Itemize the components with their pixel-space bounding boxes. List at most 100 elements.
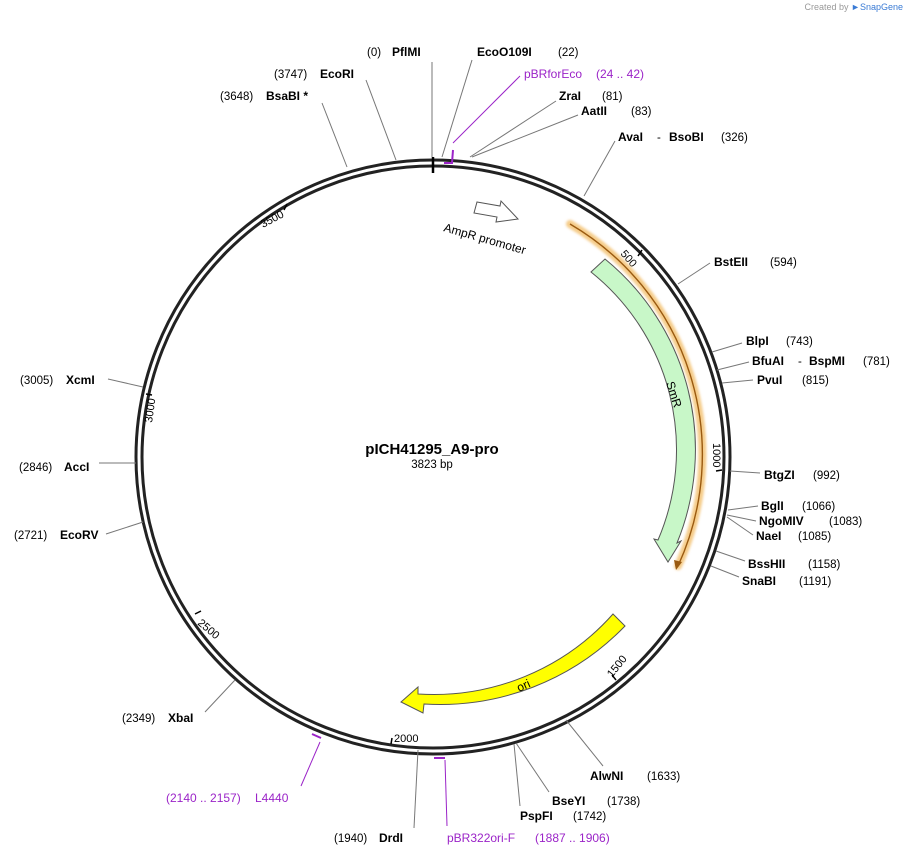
orf-smr [566, 220, 707, 570]
site-naei-pos: (1085) [798, 531, 831, 543]
site-acci[interactable]: (2846)AccI [19, 460, 136, 474]
ori-label: ori [515, 677, 533, 695]
site-acci-name[interactable]: AccI [64, 460, 89, 474]
site-bfuai-name[interactable]: BfuAI [752, 354, 784, 368]
site-bgli-name[interactable]: BglI [761, 499, 784, 513]
site-zrai-name[interactable]: ZraI [559, 89, 581, 103]
plasmid-size: 3823 bp [411, 459, 453, 471]
site-bfuai-sep: - [798, 356, 802, 368]
site-ecoo109i-pos: (22) [558, 47, 579, 59]
site-naei-name[interactable]: NaeI [756, 529, 781, 543]
primer-pbr322ori-f[interactable]: pBR322ori-F (1887 .. 1906) [434, 757, 610, 845]
primer-pbr322ori-f-leader [444, 759, 448, 827]
site-avai-bsobi-pos: (326) [721, 132, 748, 144]
site-ecorv[interactable]: (2721)EcoRV [14, 521, 144, 542]
site-bgli-pos: (1066) [802, 501, 835, 513]
site-bsteii-name[interactable]: BstEII [714, 255, 748, 269]
site-btgzi[interactable]: BtgZI (992) [729, 468, 840, 482]
site-pspfi[interactable]: PspFI (1742) [513, 743, 606, 823]
primer-pbr322ori-f-name[interactable]: pBR322ori-F [447, 831, 515, 845]
site-bsabi[interactable]: (3648)BsaBI * [220, 89, 348, 168]
smr-arrow[interactable] [590, 258, 696, 563]
site-zrai[interactable]: ZraI(81) [469, 89, 623, 158]
site-pvui-pos: (815) [802, 375, 829, 387]
orf-arrowhead [674, 560, 682, 570]
site-alwni[interactable]: AlwNI (1633) [565, 719, 680, 783]
site-avai-name[interactable]: AvaI [618, 130, 643, 144]
ampr-promoter-arrow[interactable] [473, 199, 520, 223]
site-ecori[interactable]: (3747)EcoRI [274, 67, 397, 161]
site-bsteii-pos: (594) [770, 257, 797, 269]
primer-l4440-name[interactable]: L4440 [255, 791, 289, 805]
ori-arrow[interactable] [400, 613, 626, 714]
site-ecoo109i[interactable]: EcoO109I (22) [441, 45, 579, 158]
site-xbai-pos: (2349) [122, 713, 155, 725]
site-pspfi-name[interactable]: PspFI [520, 809, 553, 823]
site-xcmi-pos: (3005) [20, 375, 53, 387]
site-drdi-name[interactable]: DrdI [379, 831, 403, 845]
site-ngomiv-name[interactable]: NgoMIV [759, 514, 804, 528]
site-bfuai-bspmi-pos: (781) [863, 356, 890, 368]
site-bseyi[interactable]: BseYI(1738) [515, 742, 640, 808]
site-blpi[interactable]: BlpI(743) [711, 334, 813, 353]
site-xbai[interactable]: (2349) XbaI [122, 679, 236, 725]
site-snabi-name[interactable]: SnaBI [742, 574, 776, 588]
site-snabi[interactable]: SnaBI(1191) [710, 565, 832, 588]
site-naei[interactable]: NaeI (1085) [726, 516, 831, 543]
ampr-promoter-label: AmpR promoter [442, 220, 527, 257]
site-aatii[interactable]: AatII (83) [471, 104, 652, 158]
primer-pbrforeco[interactable]: pBRforEco (24 .. 42) [444, 67, 644, 164]
feature-ampr-promoter[interactable]: AmpR promoter [442, 199, 527, 257]
primer-pbrforeco-name[interactable]: pBRforEco [524, 67, 582, 81]
credit-prefix: Created by [804, 2, 849, 12]
site-bsteii[interactable]: BstEII (594) [677, 255, 797, 285]
site-pvui-name[interactable]: PvuI [757, 373, 782, 387]
site-bsshii[interactable]: BssHII (1158) [715, 550, 841, 571]
site-ecoo109i-name[interactable]: EcoO109I [477, 45, 532, 59]
site-bseyi-name[interactable]: BseYI [552, 794, 585, 808]
site-aatii-pos: (83) [631, 106, 652, 118]
site-bsobi-name[interactable]: BsoBI [669, 130, 704, 144]
site-btgzi-pos: (992) [813, 470, 840, 482]
primer-pbrforeco-leader [452, 75, 521, 144]
credit-brand: SnapGene [859, 2, 903, 12]
site-bspmi-name[interactable]: BspMI [809, 354, 845, 368]
site-pfmi-name[interactable]: PflMI [392, 45, 421, 59]
snapgene-logo-icon: ► [851, 2, 860, 12]
site-ngomiv[interactable]: NgoMIV(1083) [726, 514, 862, 528]
site-alwni-pos: (1633) [647, 771, 680, 783]
site-bsshii-pos: (1158) [808, 559, 841, 571]
site-pspfi-pos: (1742) [573, 811, 606, 823]
site-alwni-name[interactable]: AlwNI [590, 769, 623, 783]
backbone [134, 157, 732, 756]
site-bsshii-name[interactable]: BssHII [748, 557, 785, 571]
primers: pBRforEco (24 .. 42) (2140 .. 2157) L444… [166, 67, 644, 845]
site-ecori-name[interactable]: EcoRI [320, 67, 354, 81]
site-bgli[interactable]: BglI (1066) [727, 499, 835, 513]
site-aatii-name[interactable]: AatII [581, 104, 607, 118]
site-pvui[interactable]: PvuI (815) [721, 373, 829, 387]
feature-ori[interactable]: ori [400, 613, 626, 714]
site-blpi-name[interactable]: BlpI [746, 334, 769, 348]
tick-label-3000: 3000 [143, 398, 158, 424]
site-avai-bsobi[interactable]: AvaI-BsoBI(326) [583, 130, 748, 197]
primer-l4440-range: (2140 .. 2157) [166, 791, 241, 805]
tick-2500: 2500 [194, 610, 222, 642]
site-pfmi[interactable]: (0)PflMI [367, 45, 433, 157]
site-xcmi[interactable]: (3005) XcmI [20, 373, 144, 388]
site-bsabi-name[interactable]: BsaBI * [266, 89, 308, 103]
tick-3000: 3000 [143, 393, 158, 424]
tick-1000: 1000 [710, 443, 723, 472]
site-drdi-pos: (1940) [334, 833, 367, 845]
primer-pbrforeco-range: (24 .. 42) [596, 67, 644, 81]
site-bfuai-bspmi[interactable]: BfuAI -BspMI (781) [716, 354, 890, 371]
site-btgzi-name[interactable]: BtgZI [764, 468, 795, 482]
site-ecorv-name[interactable]: EcoRV [60, 528, 98, 542]
restriction-sites: (0)PflMI EcoO109I (22) ZraI(81) AatII (83)… [14, 45, 890, 845]
site-xbai-name[interactable]: XbaI [168, 711, 193, 725]
site-drdi[interactable]: (1940) DrdI [334, 749, 419, 845]
tick-label-1000: 1000 [710, 443, 722, 467]
site-xcmi-name[interactable]: XcmI [66, 373, 95, 387]
primer-l4440[interactable]: (2140 .. 2157) L4440 [166, 733, 322, 805]
